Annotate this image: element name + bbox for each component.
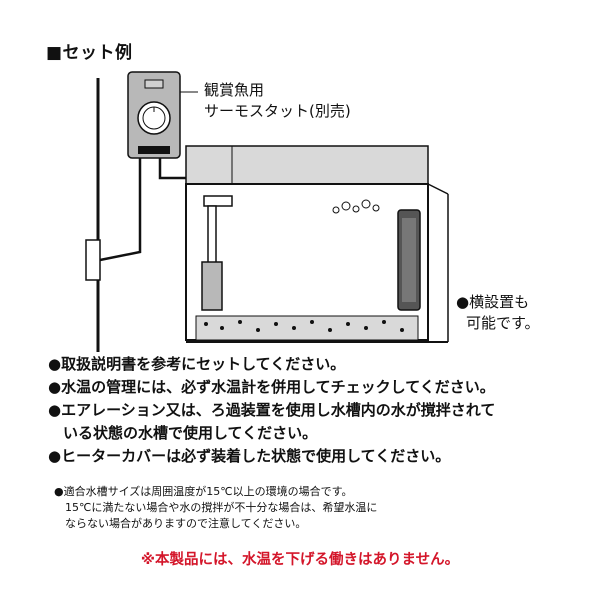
tank-size-notes: ●適合水槽サイズは周囲温度が15℃以上の環境の場合です。 15℃に満たない場合や… bbox=[54, 484, 554, 532]
horizontal-callout-line2: 可能です。 bbox=[466, 314, 540, 332]
usage-notes: ●取扱説明書を参考にセットしてください。 ●水温の管理には、必ず水温計を併用して… bbox=[48, 353, 568, 468]
usage-note: ●エアレーション又は、ろ過装置を使用し水槽内の水が撹拌されて bbox=[48, 401, 496, 419]
thermostat-callout: 観賞魚用 サーモスタット(別売) bbox=[204, 80, 351, 122]
usage-note: ●取扱説明書を参考にセットしてください。 bbox=[48, 355, 346, 373]
filter-pipe bbox=[201, 195, 233, 311]
power-cable bbox=[99, 158, 142, 262]
usage-note: ●水温の管理には、必ず水温計を併用してチェックしてください。 bbox=[48, 378, 495, 396]
cooling-warning: ※本製品には、水温を下げる働きはありません。 bbox=[140, 552, 460, 568]
gravel bbox=[204, 320, 404, 332]
air-bubbles bbox=[332, 199, 380, 214]
setup-illustration bbox=[85, 71, 449, 352]
thermostat-device bbox=[127, 71, 181, 159]
power-outlet bbox=[85, 239, 101, 281]
small-note: ●適合水槽サイズは周囲温度が15℃以上の環境の場合です。 bbox=[54, 485, 353, 498]
small-note: 15℃に満たない場合や水の撹拌が不十分な場合は、希望水温に bbox=[54, 501, 378, 514]
aquarium-tank bbox=[185, 145, 449, 343]
small-note: ならない場合がありますので注意してください。 bbox=[54, 517, 307, 530]
horizontal-install-callout: ●横設置も 可能です。 bbox=[456, 292, 540, 334]
usage-note: いる状態の水槽で使用してください。 bbox=[48, 424, 318, 442]
horizontal-callout-line1: ●横設置も bbox=[456, 293, 530, 311]
thermostat-callout-line2: サーモスタット(別売) bbox=[204, 102, 351, 120]
heater-unit bbox=[397, 209, 421, 311]
thermostat-callout-line1: 観賞魚用 bbox=[204, 81, 265, 99]
section-title: ■セット例 bbox=[46, 43, 133, 63]
usage-note: ●ヒーターカバーは必ず装着した状態で使用してください。 bbox=[48, 447, 451, 465]
